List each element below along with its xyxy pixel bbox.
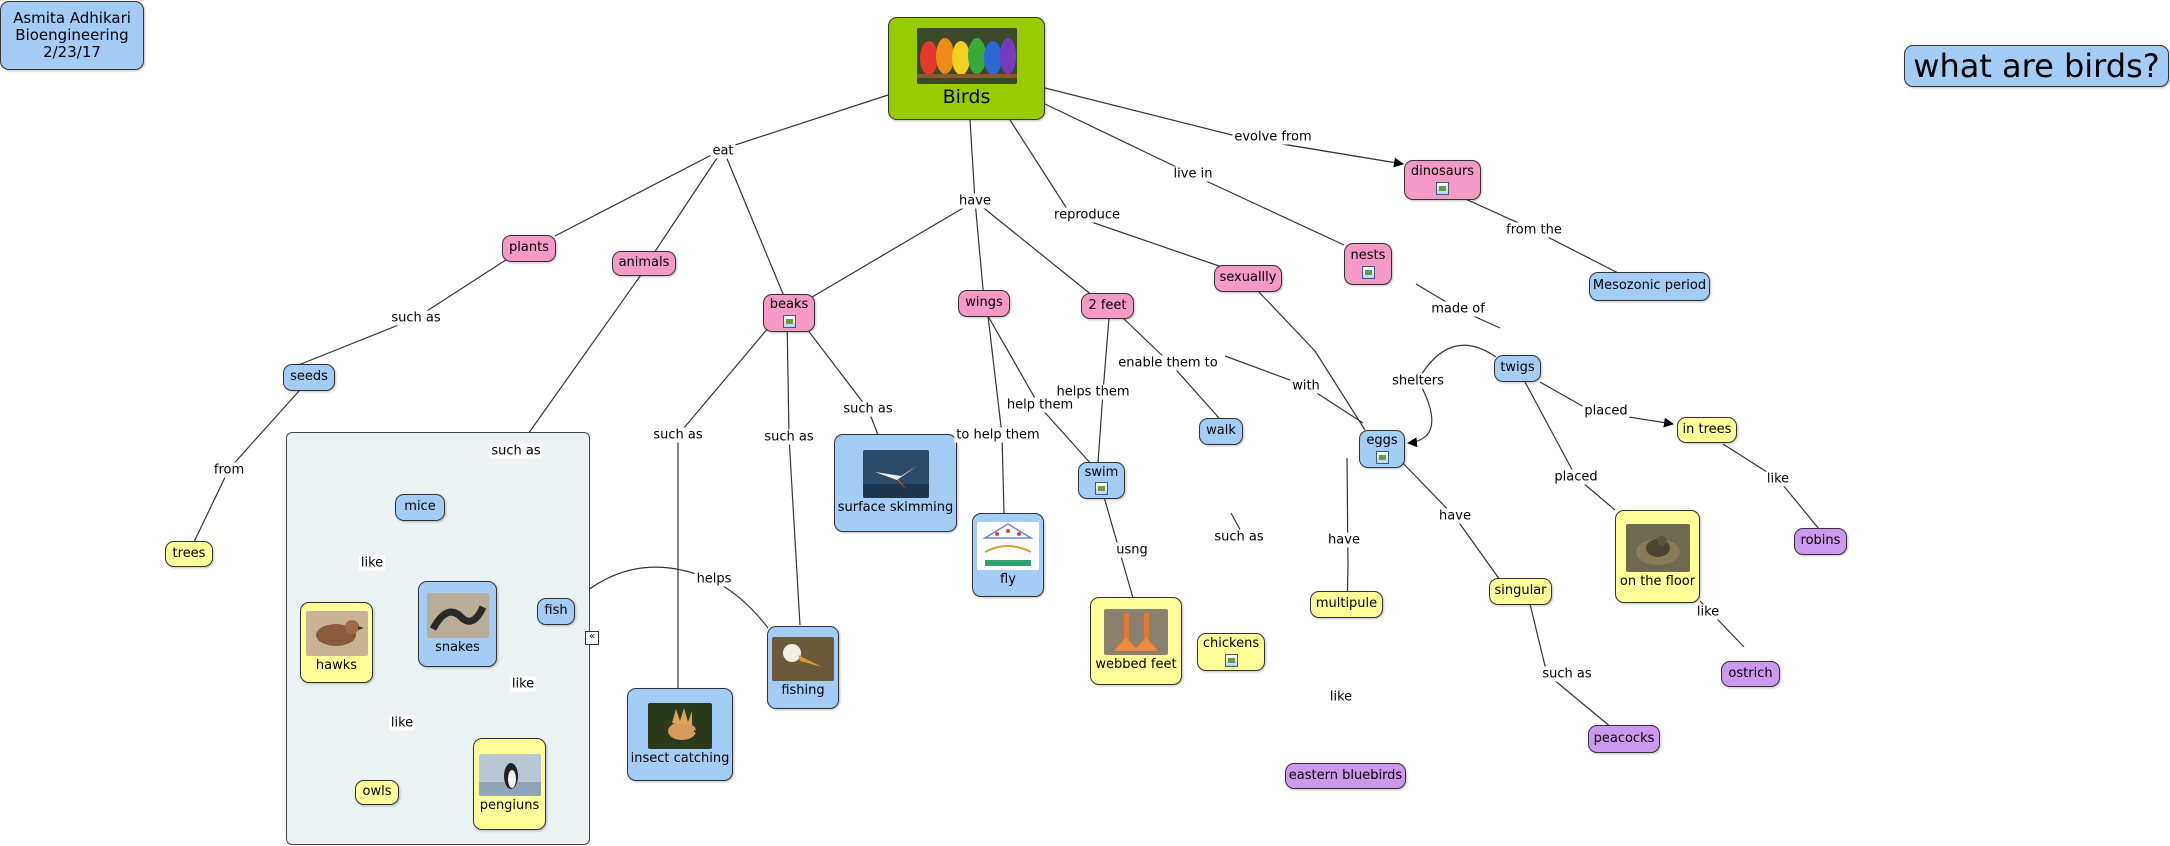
concept-wings[interactable]: wings: [958, 290, 1010, 317]
concept-eastern-bluebirds[interactable]: eastern bluebirds: [1285, 763, 1406, 789]
parrots-image: [916, 28, 1017, 85]
link-label-have: have: [1437, 508, 1473, 524]
concept-mice[interactable]: mice: [395, 494, 445, 521]
resource-icon[interactable]: [1375, 450, 1389, 464]
link-label-like: like: [1764, 471, 1792, 487]
concept-singular[interactable]: singular: [1489, 578, 1552, 605]
concept-snakes[interactable]: snakes: [418, 581, 497, 667]
link-label-such-as: such as: [489, 443, 543, 459]
link-label-help-them: help them: [1004, 397, 1076, 413]
concept-mesozoic-period[interactable]: Mesozonic period: [1589, 272, 1710, 301]
resource-icon[interactable]: [1436, 181, 1449, 195]
concept-insect-catching[interactable]: insect catching: [627, 688, 733, 781]
resource-icon[interactable]: [1095, 482, 1108, 496]
link-label-like: like: [358, 555, 386, 571]
link-label-eat: eat: [710, 143, 736, 159]
concept-surface-skimming[interactable]: surface skimming: [834, 434, 957, 532]
link-label-such-as: such as: [1540, 666, 1594, 682]
concept-in-trees[interactable]: in trees: [1677, 417, 1737, 443]
link-label-with: with: [1290, 378, 1322, 394]
link-label-helps: helps: [694, 571, 734, 587]
link-label-live-in: live in: [1171, 166, 1215, 182]
concept-owls[interactable]: owls: [355, 780, 399, 805]
collapse-group-icon[interactable]: «: [585, 631, 599, 645]
concept-nests[interactable]: nests: [1344, 243, 1392, 285]
concept-2-feet[interactable]: 2 feet: [1081, 293, 1134, 319]
link-label-evolve-from: evolve from: [1232, 129, 1314, 145]
link-label-from: from: [211, 462, 247, 478]
link-label-placed: placed: [1582, 403, 1630, 419]
concept-beaks[interactable]: beaks: [763, 294, 815, 332]
link-label-like: like: [1694, 604, 1722, 620]
concept-trees[interactable]: trees: [165, 541, 213, 567]
hoopoe-image: [648, 702, 712, 749]
link-label-to-help-them: to help them: [954, 427, 1042, 443]
hawk-image: [305, 611, 368, 657]
concept-fly[interactable]: fly: [972, 513, 1044, 597]
concept-animals[interactable]: animals: [612, 251, 676, 276]
author-note: Asmita Adhikari Bioengineering 2/23/17: [0, 1, 144, 70]
concept-swim[interactable]: swim: [1078, 462, 1125, 499]
concept-peacocks[interactable]: peacocks: [1588, 725, 1660, 753]
link-label-like: like: [388, 715, 416, 731]
link-label-such-as: such as: [389, 310, 443, 326]
concept-walk[interactable]: walk: [1199, 418, 1243, 445]
link-label-reproduce: reproduce: [1052, 207, 1122, 223]
link-label-helps-them: helps them: [1054, 384, 1132, 400]
link-label-such-as: such as: [1212, 529, 1266, 545]
link-label-shelters: shelters: [1390, 373, 1446, 389]
link-label-such-as: such as: [762, 429, 816, 445]
penguin-image: [478, 754, 541, 797]
link-label-usng: usng: [1114, 542, 1150, 558]
webbed-feet-image: [1104, 609, 1168, 656]
concept-eggs[interactable]: eggs: [1359, 430, 1405, 468]
link-label-made-of: made of: [1429, 301, 1487, 317]
concept-plants[interactable]: plants: [502, 235, 556, 262]
link-label-from-the: from the: [1504, 222, 1564, 238]
resource-icon[interactable]: [782, 314, 796, 328]
focus-question: what are birds?: [1904, 45, 2169, 87]
author-dept: Bioengineering: [15, 25, 129, 44]
concept-twigs[interactable]: twigs: [1494, 355, 1541, 382]
fishing-bird-image: [772, 636, 834, 681]
link-label-like: like: [509, 676, 537, 692]
author-date: 2/23/17: [43, 43, 101, 62]
concept-dinosaurs[interactable]: dinosaurs: [1404, 160, 1481, 200]
concept-webbed-feet[interactable]: webbed feet: [1090, 597, 1182, 685]
link-label-have: have: [1326, 532, 1362, 548]
root-label: Birds: [942, 86, 991, 109]
root-concept-birds[interactable]: Birds: [888, 17, 1045, 120]
concept-robins[interactable]: robins: [1794, 528, 1847, 555]
link-label-placed: placed: [1552, 469, 1600, 485]
concept-multipule[interactable]: multipule: [1310, 591, 1383, 618]
concept-sexually[interactable]: sexuallly: [1214, 265, 1282, 292]
concept-fish[interactable]: fish: [537, 598, 575, 625]
link-label-such-as: such as: [651, 427, 705, 443]
link-label-such-as: such as: [841, 401, 895, 417]
author-name: Asmita Adhikari: [13, 8, 131, 27]
concept-ostrich[interactable]: ostrich: [1721, 661, 1780, 687]
concept-chickens[interactable]: chickens: [1197, 633, 1265, 671]
ground-nest-image: [1625, 523, 1690, 572]
link-label-have: have: [957, 193, 993, 209]
concept-seeds[interactable]: seeds: [283, 364, 335, 391]
concept-pengiuns[interactable]: pengiuns: [473, 738, 546, 830]
flight-diagram-image: [977, 522, 1039, 571]
resource-icon[interactable]: [1224, 653, 1238, 667]
concept-on-the-floor[interactable]: on the floor: [1615, 510, 1700, 603]
skimmer-image: [862, 450, 929, 499]
resource-icon[interactable]: [1361, 265, 1375, 279]
link-label-like: like: [1327, 689, 1355, 705]
snake-image: [426, 592, 489, 638]
link-label-enable-them-to: enable them to: [1116, 355, 1220, 371]
concept-hawks[interactable]: hawks: [300, 602, 373, 683]
concept-fishing[interactable]: fishing: [767, 626, 839, 709]
